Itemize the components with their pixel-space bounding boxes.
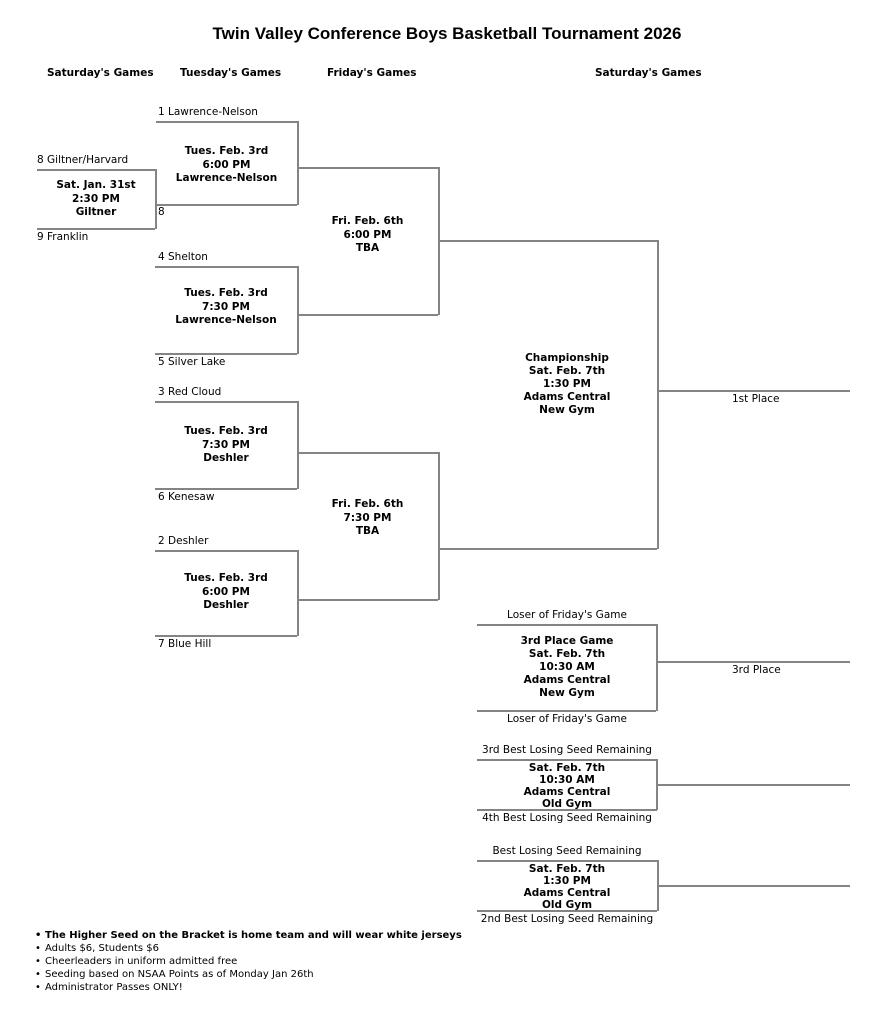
playin-bottom-line [37,228,155,230]
column-header-saturday-1: Saturday's Games [47,67,154,79]
q2-game-info: Tues. Feb. 3rd 7:30 PM Lawrence-Nelson [175,287,277,326]
column-header-friday: Friday's Games [327,67,417,79]
column-header-saturday-2: Saturday's Games [595,67,702,79]
championship-game-info: Championship Sat. Feb. 7th 1:30 PM Adams… [523,352,611,416]
cons1-game-info: Sat. Feb. 7th 10:30 AM Adams Central Old… [523,762,611,810]
q2-bottom-line [155,353,297,355]
footer-notes: •The Higher Seed on the Bracket is home … [35,929,462,994]
column-header-tuesday: Tuesday's Games [180,67,282,79]
q3-bottom-line [155,488,297,490]
first-place-label: 1st Place [732,393,780,405]
q3-vertical-line [297,401,299,489]
playin-top-line [37,169,155,171]
third-place-winner-line [656,661,850,663]
team-seed-8: 8 [158,206,165,218]
cons1-top-line [477,759,657,761]
third-place-top-line [477,624,656,626]
q4-top-line [155,550,297,552]
note-seeding: •Seeding based on NSAA Points as of Mond… [35,969,314,980]
sf2-top-line [297,452,438,454]
q4-bottom-line [155,635,297,637]
q2-vertical-line [297,266,299,354]
bullet-icon: • [35,930,42,941]
team-franklin: 9 Franklin [37,231,89,243]
q3-game-info: Tues. Feb. 3rd 7:30 PM Deshler [184,425,268,464]
sf1-top-line [297,167,438,169]
cons1-bottom-line [477,809,657,811]
note-passes: •Administrator Passes ONLY! [35,982,183,993]
cons2-game-info: Sat. Feb. 7th 1:30 PM Adams Central Old … [523,863,611,911]
third-place-bottom-line [477,710,656,712]
third-place-game-info: 3rd Place Game Sat. Feb. 7th 10:30 AM Ad… [520,635,614,699]
team-kenesaw: 6 Kenesaw [158,491,215,503]
note-admission: •Adults $6, Students $6 [35,943,159,954]
bullet-icon: • [35,969,41,980]
q1-bottom-line [155,204,297,206]
sf2-bottom-line [297,599,438,601]
team-deshler: 2 Deshler [158,535,209,547]
page-title: Twin Valley Conference Boys Basketball T… [212,24,682,43]
q1-top-line [156,121,297,123]
note-cheerleaders: •Cheerleaders in uniform admitted free [35,956,238,967]
sf2-vertical-line [438,452,440,600]
q2-top-line [155,266,297,268]
sf2-winner-line [438,548,657,550]
bullet-icon: • [35,943,41,954]
championship-vertical-line [657,240,659,549]
team-blue-hill: 7 Blue Hill [158,638,212,650]
bullet-icon: • [35,982,41,993]
playin-vertical-line [155,169,157,229]
first-place-line [657,390,850,392]
cons2-bottom-team: 2nd Best Losing Seed Remaining [480,913,654,925]
cons2-top-team: Best Losing Seed Remaining [492,845,642,857]
sf1-winner-line [438,240,657,242]
cons2-winner-line [657,885,850,887]
q1-vertical-line [297,121,299,205]
q4-vertical-line [297,550,299,636]
team-giltner-harvard: 8 Giltner/Harvard [37,154,129,166]
sf1-game-info: Fri. Feb. 6th 6:00 PM TBA [331,215,404,254]
third-place-top-team: Loser of Friday's Game [507,609,627,621]
team-lawrence-nelson: 1 Lawrence-Nelson [158,106,258,118]
cons2-bottom-line [477,910,657,912]
playin-game-info: Sat. Jan. 31st 2:30 PM Giltner [56,179,136,218]
q3-top-line [155,401,297,403]
team-silver-lake: 5 Silver Lake [158,356,226,368]
third-place-label: 3rd Place [732,664,781,676]
q1-game-info: Tues. Feb. 3rd 6:00 PM Lawrence-Nelson [175,145,278,184]
team-red-cloud: 3 Red Cloud [158,386,222,398]
cons1-winner-line [656,784,850,786]
sf1-bottom-line [297,314,438,316]
third-place-bottom-team: Loser of Friday's Game [507,713,627,725]
bullet-icon: • [35,956,41,967]
cons2-top-line [477,860,657,862]
third-place-vertical-line [656,624,658,711]
team-shelton: 4 Shelton [158,251,208,263]
cons1-bottom-team: 4th Best Losing Seed Remaining [482,812,652,824]
sf2-game-info: Fri. Feb. 6th 7:30 PM TBA [331,498,404,537]
q4-game-info: Tues. Feb. 3rd 6:00 PM Deshler [184,572,268,611]
cons1-top-team: 3rd Best Losing Seed Remaining [482,744,652,756]
note-home-team: •The Higher Seed on the Bracket is home … [35,930,462,941]
